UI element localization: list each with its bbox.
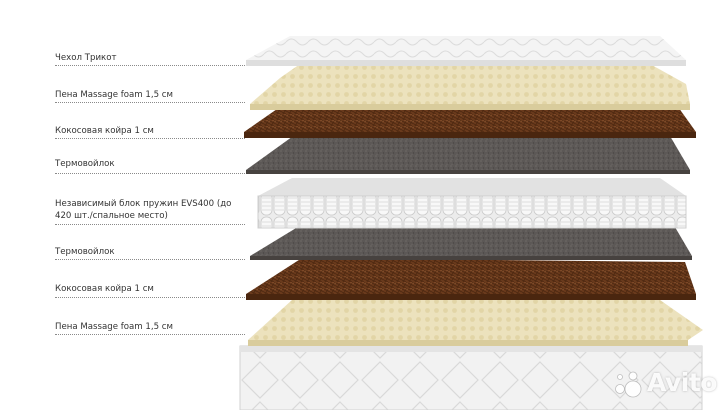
layer-labels: Чехол Трикот Пена Massage foam 1,5 см Ко… (0, 0, 260, 410)
leader-line-2 (55, 102, 245, 103)
layer-thermal-felt-top (246, 134, 690, 174)
avito-watermark: Avito (613, 368, 717, 400)
label-layer-7: Кокосовая койра 1 см (55, 284, 154, 294)
label-layer-4: Термовойлок (55, 159, 115, 169)
label-layer-5: Независимый блок пружин EVS400 (до 420 ш… (55, 199, 232, 221)
label-layer-3: Кокосовая койра 1 см (55, 126, 154, 136)
label-layer-1: Чехол Трикот (55, 53, 117, 63)
leader-line-3 (55, 138, 245, 139)
layer-spring-block (257, 178, 687, 229)
avito-logo-icon (615, 371, 642, 398)
label-layer-8: Пена Massage foam 1,5 см (55, 322, 174, 332)
avito-wordmark: Avito (647, 368, 717, 397)
leader-line-6 (55, 259, 245, 260)
leader-line-4 (55, 173, 245, 174)
mattress-base (239, 345, 703, 410)
label-layer-6: Термовойлок (55, 247, 115, 257)
layer-coconut-coir-bottom (246, 258, 696, 300)
layer-massage-foam-top (250, 64, 690, 110)
label-layer-2: Пена Massage foam 1,5 см (55, 90, 174, 100)
layer-thermal-felt-bottom (250, 222, 692, 260)
leader-line-7 (55, 297, 245, 298)
leader-line-8 (55, 334, 245, 335)
leader-line-1 (55, 65, 245, 66)
layer-massage-foam-bottom (248, 300, 703, 346)
layer-knit-cover (246, 36, 686, 66)
leader-line-5 (55, 224, 245, 225)
